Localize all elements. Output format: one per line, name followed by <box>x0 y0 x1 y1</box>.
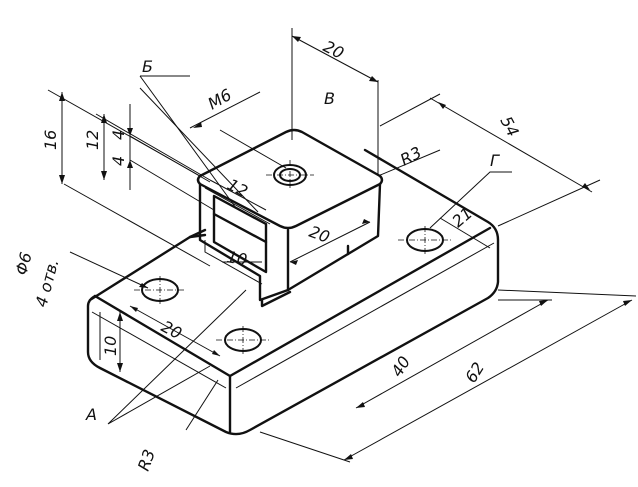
dim-bracket-length: 54 <box>496 113 522 140</box>
dim-base-height: 10 <box>101 336 120 356</box>
dim-base-hole-spacing: 20 <box>158 317 185 343</box>
dim-slot-depth: 10 <box>225 247 248 269</box>
holes <box>134 160 452 354</box>
dim-thread: M6 <box>205 85 235 113</box>
view-label-g: Г <box>490 151 500 170</box>
upper-block <box>188 128 384 308</box>
dim-overall-height: 16 <box>41 130 60 150</box>
dim-slot-bottom: 4 <box>109 156 128 166</box>
dim-block-height: 12 <box>83 130 102 150</box>
dim-fillet-top: R3 <box>397 143 425 170</box>
dim-hole-diameter: Φ6 <box>12 250 36 277</box>
view-label-a: А <box>85 405 97 424</box>
dimension-lines <box>47 28 637 463</box>
view-label-b: Б <box>142 57 153 76</box>
dim-hole-count: 4 отв. <box>32 257 63 309</box>
dim-top-width: 20 <box>320 37 347 63</box>
view-label-v: В <box>324 89 335 108</box>
dim-inner-length: 40 <box>387 353 414 380</box>
dim-slot-top: 4 <box>109 130 128 140</box>
dim-fillet-bottom: R3 <box>134 447 159 474</box>
view-labels: Б В Г А <box>85 57 500 424</box>
